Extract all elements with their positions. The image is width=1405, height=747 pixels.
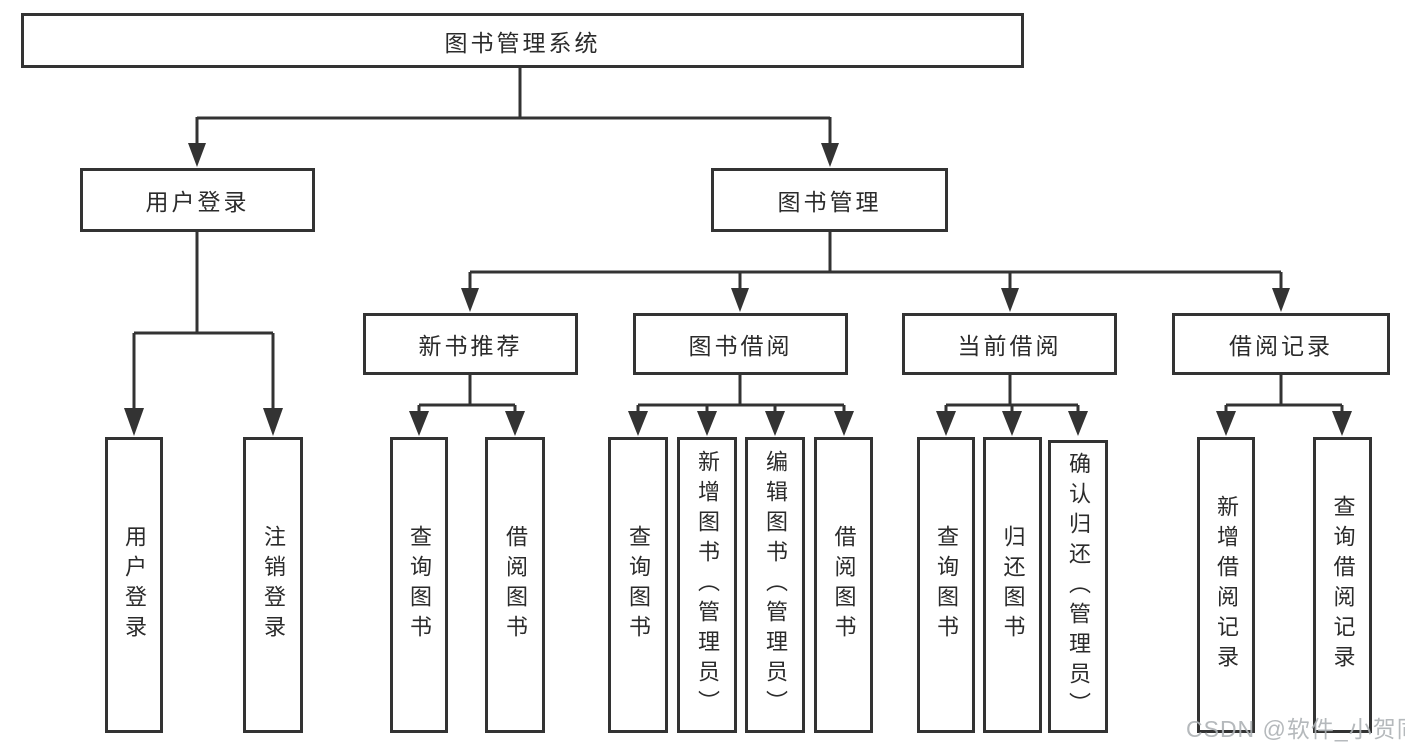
connector-line xyxy=(1224,374,1344,414)
node-borrow-records: 借阅记录 xyxy=(1172,313,1390,375)
arrowhead-icon xyxy=(1272,288,1290,312)
node-leaf-query-borrow-record: 查询借阅记录 xyxy=(1313,437,1372,733)
connector-line xyxy=(132,231,275,410)
arrowhead-icon xyxy=(628,411,648,436)
arrowhead-icon xyxy=(821,143,839,167)
arrowhead-icon xyxy=(936,411,956,436)
arrowhead-icon xyxy=(1216,411,1236,436)
node-leaf-borrow-book-2: 借阅图书 xyxy=(814,437,873,733)
connector-new-book-recommend xyxy=(409,374,525,436)
arrowhead-icon xyxy=(188,143,206,167)
arrowhead-icon xyxy=(1002,411,1022,436)
connector-line xyxy=(468,231,1283,291)
arrowhead-icon xyxy=(765,411,785,436)
node-leaf-add-book-admin: 新增图书（管理员） xyxy=(677,437,737,733)
node-leaf-edit-book-admin: 编辑图书（管理员） xyxy=(745,437,805,733)
connector-line xyxy=(636,374,846,414)
arrowhead-icon xyxy=(1068,411,1088,436)
arrowhead-icon xyxy=(124,408,144,436)
node-leaf-confirm-return-admin: 确认归还（管理员） xyxy=(1048,440,1108,733)
node-leaf-add-borrow-record: 新增借阅记录 xyxy=(1197,437,1255,733)
node-book-management: 图书管理 xyxy=(711,168,948,232)
connector-line xyxy=(944,374,1080,414)
connector-user-login xyxy=(124,231,283,436)
arrowhead-icon xyxy=(263,408,283,436)
node-leaf-query-book-3: 查询图书 xyxy=(917,437,975,733)
node-leaf-return-book: 归还图书 xyxy=(983,437,1042,733)
node-root: 图书管理系统 xyxy=(21,13,1024,68)
arrowhead-icon xyxy=(834,411,854,436)
arrowhead-icon xyxy=(505,411,525,436)
node-leaf-logout: 注销登录 xyxy=(243,437,303,733)
node-current-borrow: 当前借阅 xyxy=(902,313,1117,375)
watermark: CSDN @软件_小贺同学 xyxy=(1186,716,1405,742)
node-leaf-query-book-1: 查询图书 xyxy=(390,437,448,733)
node-leaf-borrow-book-1: 借阅图书 xyxy=(485,437,545,733)
connector-book-borrow xyxy=(628,374,854,436)
arrowhead-icon xyxy=(409,411,429,436)
arrowhead-icon xyxy=(1332,411,1352,436)
connector-current-borrow xyxy=(936,374,1088,436)
arrowhead-icon xyxy=(731,288,749,312)
connector-line xyxy=(417,374,517,414)
node-book-borrow: 图书借阅 xyxy=(633,313,848,375)
arrowhead-icon xyxy=(461,288,479,312)
connector-borrow-records xyxy=(1216,374,1352,436)
node-user-login: 用户登录 xyxy=(80,168,315,232)
connector-line xyxy=(195,66,832,145)
arrowhead-icon xyxy=(1001,288,1019,312)
node-new-book-recommend: 新书推荐 xyxy=(363,313,578,375)
node-leaf-user-login: 用户登录 xyxy=(105,437,163,733)
node-leaf-query-book-2: 查询图书 xyxy=(608,437,668,733)
arrowhead-icon xyxy=(697,411,717,436)
connector-book-management xyxy=(461,231,1290,312)
connector-root xyxy=(188,66,839,167)
